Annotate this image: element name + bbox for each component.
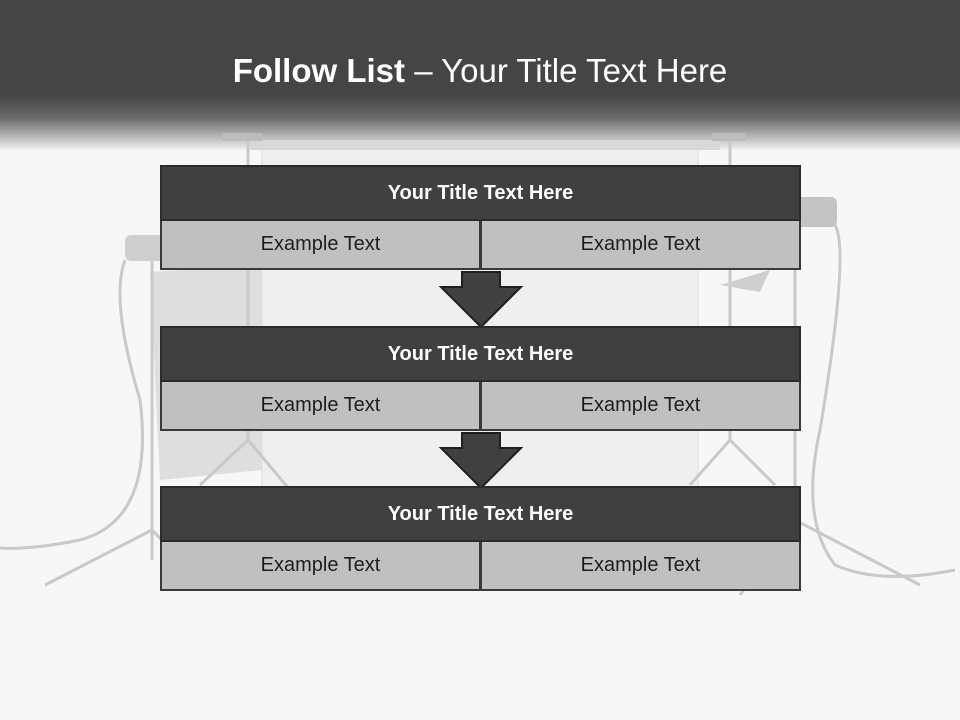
page-title: Follow List – Your Title Text Here bbox=[0, 52, 960, 90]
page-title-rest: – Your Title Text Here bbox=[405, 52, 728, 89]
step-title: Your Title Text Here bbox=[160, 165, 801, 221]
step-title: Your Title Text Here bbox=[160, 326, 801, 382]
step-cell-left: Example Text bbox=[160, 542, 481, 591]
step-row: Example Text Example Text bbox=[160, 542, 801, 591]
step-cell-right: Example Text bbox=[481, 221, 801, 270]
step-cell-right: Example Text bbox=[481, 542, 801, 591]
down-arrow-icon bbox=[438, 271, 524, 329]
step-block-2: Your Title Text Here Example Text Exampl… bbox=[160, 326, 801, 431]
step-row: Example Text Example Text bbox=[160, 221, 801, 270]
step-cell-left: Example Text bbox=[160, 221, 481, 270]
step-row: Example Text Example Text bbox=[160, 382, 801, 431]
down-arrow-icon bbox=[438, 432, 524, 490]
step-block-3: Your Title Text Here Example Text Exampl… bbox=[160, 486, 801, 591]
step-block-1: Your Title Text Here Example Text Exampl… bbox=[160, 165, 801, 270]
page-title-bold: Follow List bbox=[232, 52, 406, 89]
header-banner bbox=[0, 0, 960, 150]
step-cell-right: Example Text bbox=[481, 382, 801, 431]
step-cell-left: Example Text bbox=[160, 382, 481, 431]
step-title: Your Title Text Here bbox=[160, 486, 801, 542]
